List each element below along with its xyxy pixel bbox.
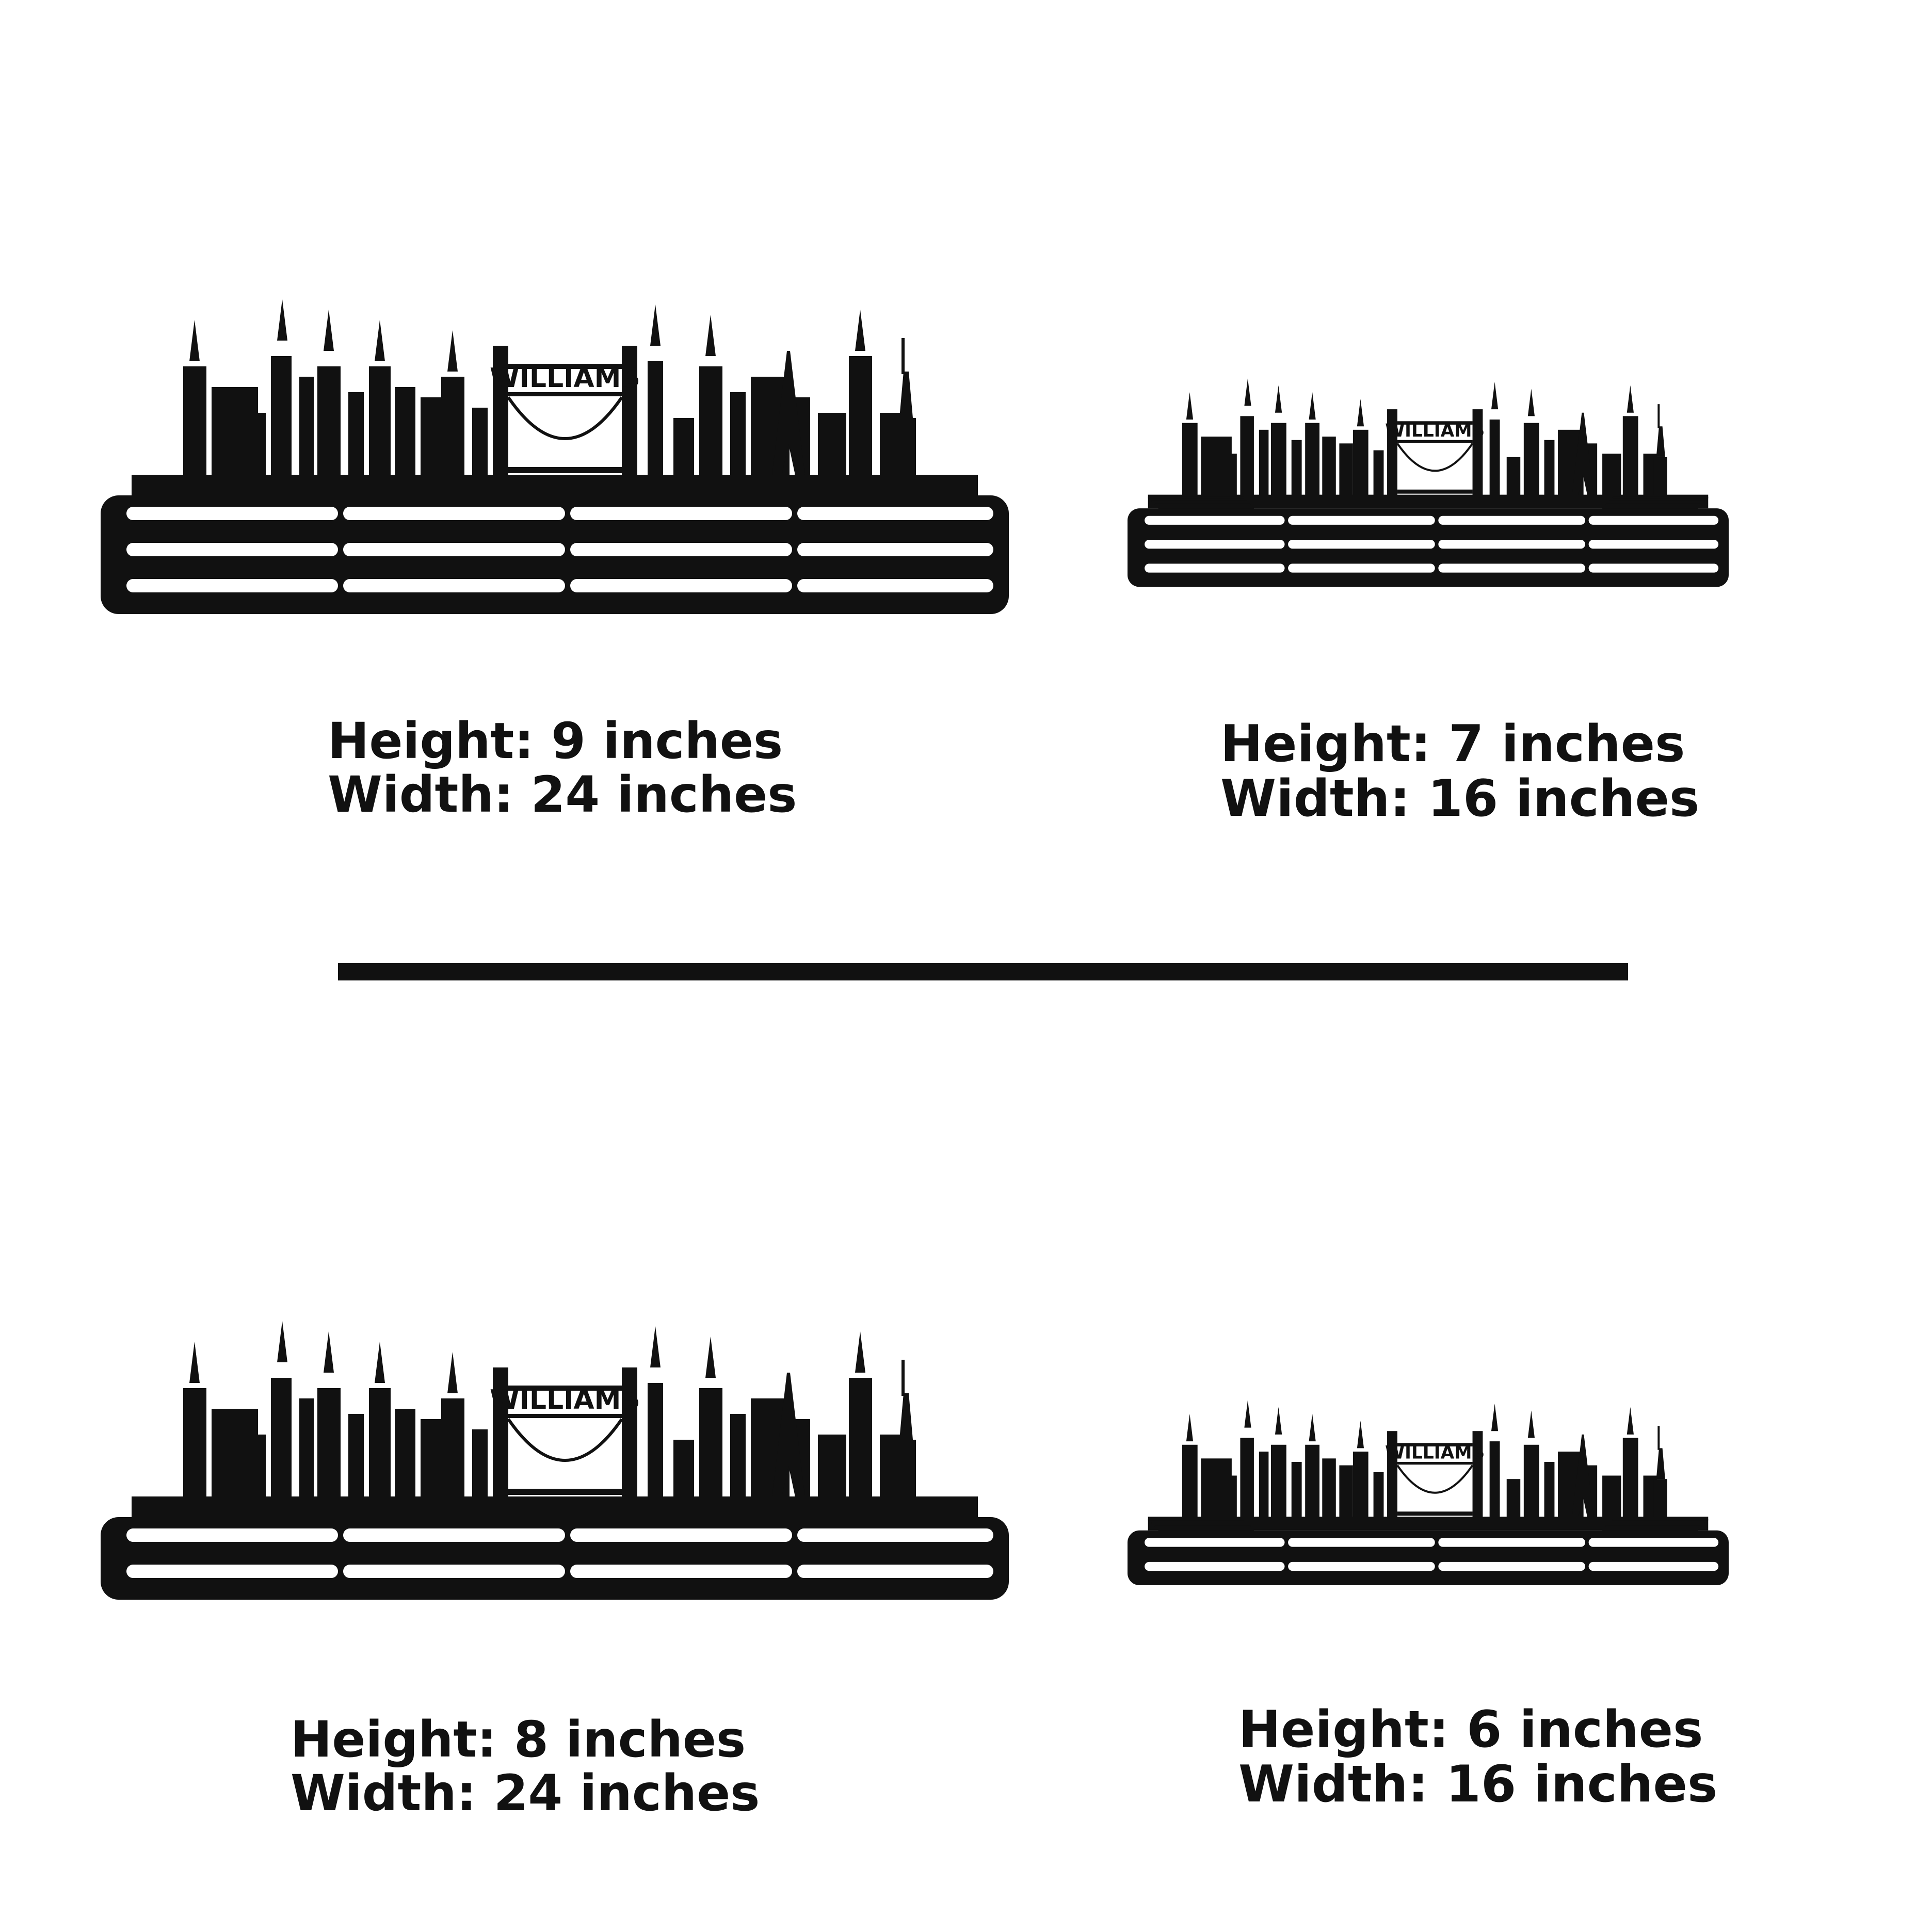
name-plate-text: WILLIAMS [490,363,640,394]
width-label: Width: 16 inches [1220,769,1700,828]
name-plate-text: WILLIAMS [490,1384,640,1415]
height-label: Height: 9 inches [328,712,783,770]
product-2: WILLIAMS [1128,378,1729,645]
section-divider [338,963,1628,980]
product-3: WILLIAMS [101,1321,1009,1633]
medal-rack-skyline-icon: WILLIAMS [1128,1400,1729,1586]
height-label: Height: 6 inches [1238,1700,1703,1759]
name-plate-text: WILLIAMS [1385,1442,1485,1463]
medal-rack-skyline-icon: WILLIAMS [101,1321,1009,1600]
height-label: Height: 7 inches [1220,715,1685,774]
spec-product-4: Height: 6 inches Width: 16 inches [1238,1700,1718,1814]
spec-product-1: Height: 9 inches Width: 24 inches [328,712,797,824]
medal-rack-skyline-icon: WILLIAMS [1128,378,1729,587]
spec-product-3: Height: 8 inches Width: 24 inches [291,1713,760,1820]
spec-product-2: Height: 7 inches Width: 16 inches [1220,717,1699,827]
width-label: Width: 16 inches [1238,1754,1718,1814]
name-plate-text: WILLIAMS [1385,421,1485,441]
medal-rack-skyline-icon: WILLIAMS [101,299,1009,614]
width-label: Width: 24 inches [328,765,797,824]
height-label: Height: 8 inches [291,1711,746,1768]
product-4: WILLIAMS [1128,1400,1729,1633]
product-1: WILLIAMS [101,299,1009,650]
width-label: Width: 24 inches [291,1764,760,1822]
